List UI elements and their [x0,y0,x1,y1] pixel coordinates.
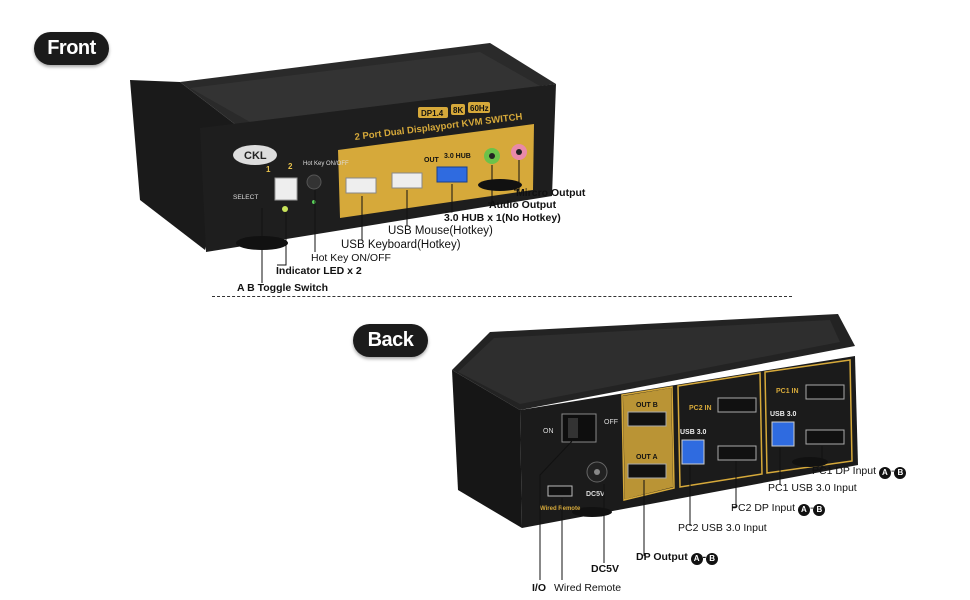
callout-pc2-dp: PC2 DP Input A-B [731,502,826,516]
pc1-in-label: PC1 IN [776,388,799,395]
callout-dp-output-text: DP Output [636,551,688,563]
spec-badge-dp: DP1.4 [421,109,444,118]
port-num-1: 1 [266,165,271,174]
callout-wired-remote: Wired Remote [554,582,622,594]
badge-b-icon: B [706,553,719,565]
badge-b-icon: B [894,467,907,479]
section-divider [212,296,792,297]
badge-a-icon: A [878,467,891,479]
callout-indicator-led: Indicator LED x 2 [276,265,362,277]
callout-io: I/O [532,582,547,594]
select-label: SELECT [233,194,258,201]
badge-a-icon: A [797,504,810,516]
callout-pc2-usb: PC2 USB 3.0 Input [678,522,767,534]
out-port-label: OUT [424,157,440,164]
callout-usb-keyboard: USB Keyboard(Hotkey) [341,239,461,251]
wired-remote-device-label: Wired Remote [540,506,581,512]
callout-micro-output: Mircro Output [516,187,586,199]
spec-badge-8k: 8K [453,106,463,115]
brand-logo: CKL [244,150,267,162]
hotkey-device-label: Hot Key ON/OFF [303,161,349,167]
callout-pc1-dp-text: PC1 DP Input [812,465,877,477]
callout-dc5v: DC5V [591,563,620,575]
callout-hub: 3.0 HUB x 1(No Hotkey) [444,212,561,224]
out-b-label: OUT B [636,402,658,409]
back-section-label: Back [353,324,428,357]
callout-audio-output: Audio Output [489,199,557,211]
port-num-2: 2 [288,162,293,171]
badge-a-icon: A [690,553,703,565]
pc2-in-label: PC2 IN [689,405,712,412]
dc5v-device-label: DC5V [586,491,605,498]
out-a-label: OUT A [636,454,658,461]
callout-hotkey: Hot Key ON/OFF [311,252,391,264]
callout-usb-mouse: USB Mouse(Hotkey) [388,225,493,237]
spec-badge-60hz: 60Hz [470,104,489,113]
badge-sep: - [890,465,895,477]
front-section-label: Front [34,32,109,65]
callout-pc2-dp-text: PC2 DP Input [731,502,796,514]
on-label: ON [543,428,554,435]
callout-pc1-dp: PC1 DP Input A-B [812,465,907,479]
badge-sep: - [809,502,814,514]
usb30-right-label: USB 3.0 [770,411,797,418]
badge-sep: - [702,551,707,563]
callout-pc1-usb: PC1 USB 3.0 Input [768,482,857,494]
hub-port-label: 3.0 HUB [444,153,471,160]
usb30-left-label: USB 3.0 [680,429,707,436]
off-label: OFF [604,419,618,426]
callout-ab-toggle: A B Toggle Switch [237,282,328,294]
badge-b-icon: B [813,504,826,516]
callout-dp-output: DP Output A-B [636,551,719,565]
